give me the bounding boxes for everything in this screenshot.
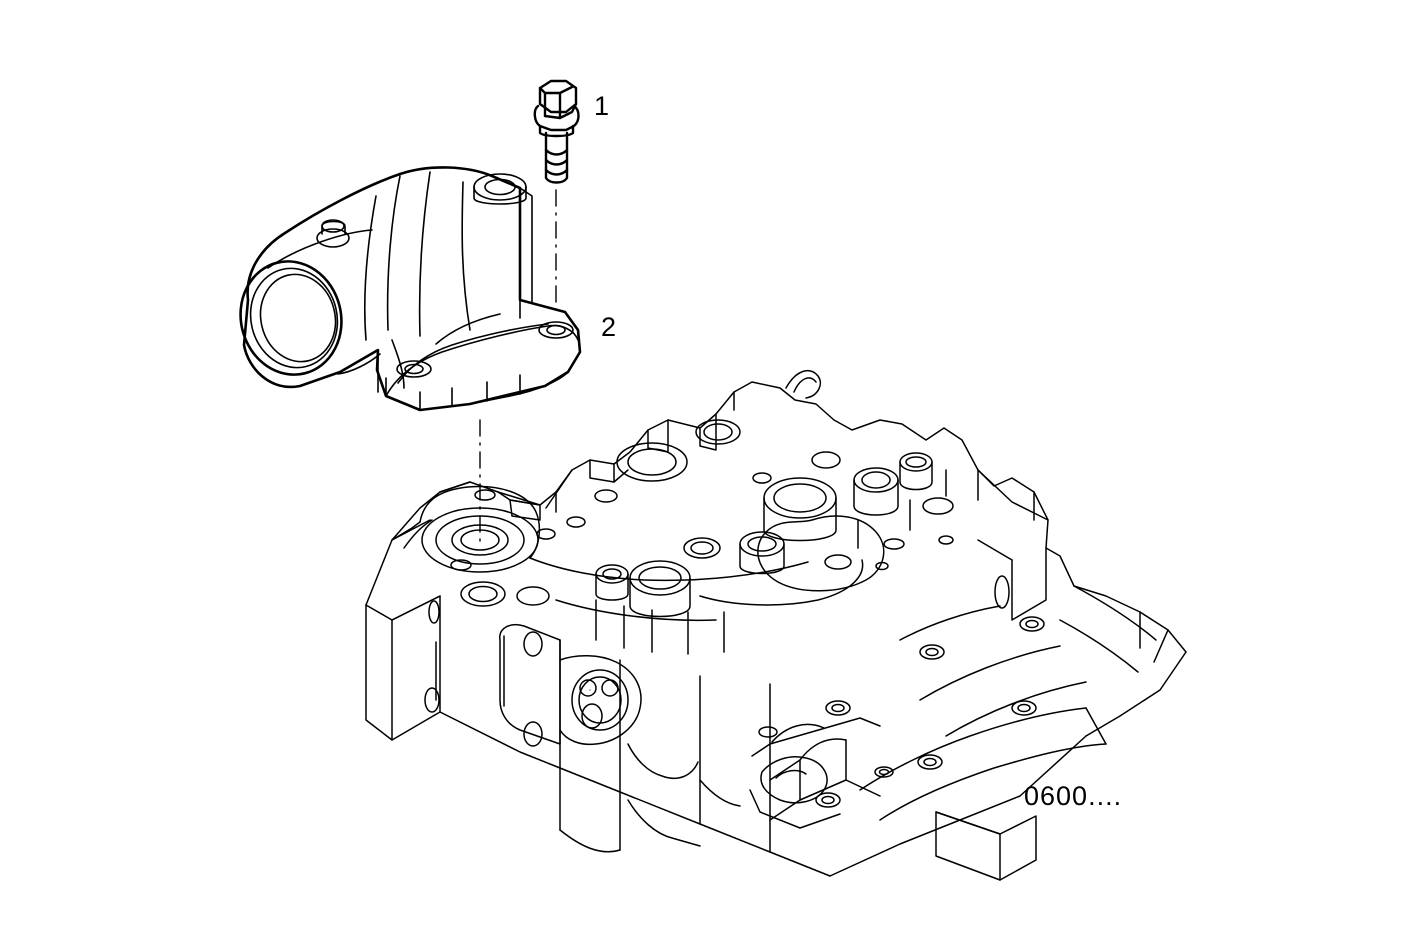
- cylinder-head: [365, 369, 1187, 881]
- hex-flange-bolt: [533, 79, 580, 184]
- thermostat-housing-detail: [239, 171, 579, 411]
- reference-code: 0600....: [1024, 781, 1123, 811]
- callout-label-1: 1: [594, 91, 610, 121]
- callout-label-2: 2: [601, 312, 617, 342]
- thermostat-housing: [242, 166, 582, 412]
